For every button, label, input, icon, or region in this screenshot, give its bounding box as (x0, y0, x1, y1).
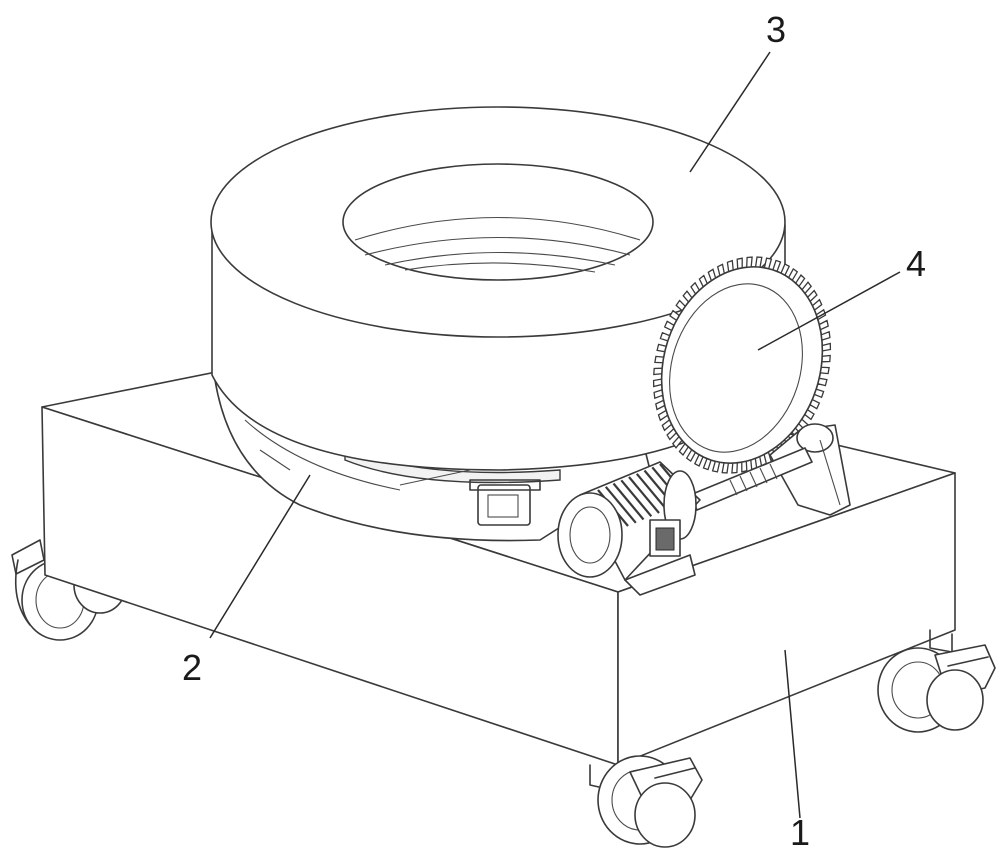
leader-2 (209, 474, 311, 639)
callout-label-1: 1 (790, 812, 810, 853)
drive-motor (557, 461, 701, 596)
leader-1 (784, 649, 801, 819)
motor-fin (612, 482, 645, 521)
callout-label-3: 3 (766, 9, 786, 50)
motor-fin (604, 486, 637, 524)
bearing-bracket (769, 423, 851, 516)
leader-3 (689, 51, 771, 173)
motor-fin (628, 476, 660, 514)
callout-label-4: 4 (906, 243, 926, 284)
motor-fin (620, 479, 653, 518)
caster-wheel-right (877, 629, 996, 733)
drum-cylinder (210, 106, 786, 471)
caster-wheel-front (589, 755, 703, 848)
clamp-block (469, 479, 541, 526)
worm-gear (652, 256, 832, 474)
leader-4 (757, 271, 901, 351)
motor-fin (635, 473, 668, 511)
callout-label-2: 2 (182, 647, 202, 688)
leader-lines (209, 51, 901, 819)
